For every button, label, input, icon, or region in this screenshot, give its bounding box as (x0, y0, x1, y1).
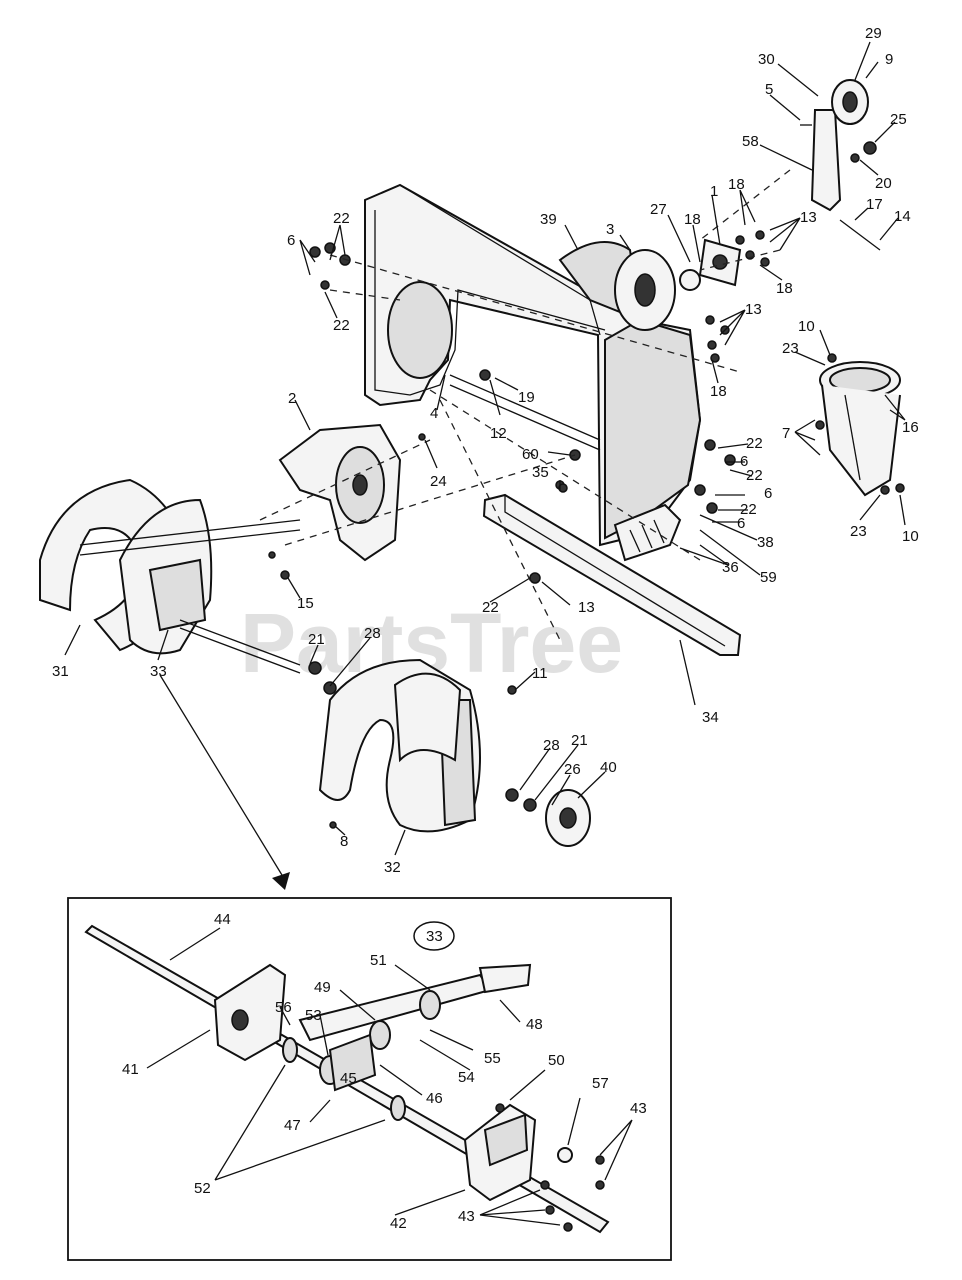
label-6b: 6 (740, 453, 748, 470)
label-54: 54 (458, 1069, 475, 1086)
label-27: 27 (650, 201, 667, 218)
label-23b: 23 (850, 523, 867, 540)
label-15: 15 (297, 595, 314, 612)
label-45: 45 (340, 1070, 357, 1087)
label-13c: 13 (578, 599, 595, 616)
label-21a: 21 (308, 631, 325, 648)
label-2: 2 (288, 390, 296, 407)
label-22c: 22 (746, 435, 763, 452)
svg-text:33: 33 (426, 928, 443, 945)
discharge-chute[interactable] (819, 361, 901, 497)
label-7: 7 (782, 425, 790, 442)
label-24: 24 (430, 473, 447, 490)
auger-housing[interactable] (364, 183, 702, 547)
label-42: 42 (390, 1215, 407, 1232)
label-28b: 28 (543, 737, 560, 754)
label-6a: 6 (287, 232, 295, 249)
label-16: 16 (902, 419, 919, 436)
inset-callout-33: 33 (413, 921, 455, 951)
label-56: 56 (275, 999, 292, 1016)
label-29: 29 (865, 25, 882, 42)
label-59: 59 (760, 569, 777, 586)
label-13a: 13 (800, 209, 817, 226)
label-38: 38 (757, 534, 774, 551)
label-43b: 43 (458, 1208, 475, 1225)
inset-shaft-assembly[interactable] (84, 924, 610, 1234)
label-32: 32 (384, 859, 401, 876)
label-26: 26 (564, 761, 581, 778)
label-12: 12 (490, 425, 507, 442)
label-35: 35 (532, 464, 549, 481)
label-3: 3 (606, 221, 614, 238)
inset-detail-box (67, 897, 672, 1261)
label-8: 8 (340, 833, 348, 850)
label-22f: 22 (482, 599, 499, 616)
inset-leader-lines (146, 927, 633, 1226)
label-22b: 22 (333, 317, 350, 334)
label-10a: 10 (798, 318, 815, 335)
label-6c: 6 (764, 485, 772, 502)
label-52: 52 (194, 1180, 211, 1197)
skid-shoe[interactable] (613, 503, 682, 562)
label-18c: 18 (776, 280, 793, 297)
label-28a: 28 (364, 625, 381, 642)
label-58: 58 (742, 133, 759, 150)
label-1: 1 (710, 183, 718, 200)
label-18b: 18 (684, 211, 701, 228)
label-33: 33 (150, 663, 167, 680)
label-25: 25 (890, 111, 907, 128)
label-36: 36 (722, 559, 739, 576)
label-57: 57 (592, 1075, 609, 1092)
label-6d: 6 (737, 515, 745, 532)
label-9: 9 (885, 51, 893, 68)
label-47: 47 (284, 1117, 301, 1134)
bearing-40[interactable] (545, 789, 591, 847)
label-46: 46 (426, 1090, 443, 1107)
bearing-housing[interactable] (278, 423, 402, 562)
label-44: 44 (214, 911, 231, 928)
label-34: 34 (702, 709, 719, 726)
pulley-bracket[interactable] (800, 79, 881, 251)
label-60: 60 (522, 446, 539, 463)
label-17: 17 (866, 196, 883, 213)
label-39: 39 (540, 211, 557, 228)
label-31: 31 (52, 663, 69, 680)
impeller-housing[interactable] (558, 238, 742, 331)
label-11: 11 (532, 665, 548, 682)
scraper-bar[interactable] (482, 493, 742, 656)
label-22a: 22 (333, 210, 350, 227)
label-48: 48 (526, 1016, 543, 1033)
hardware-fasteners (268, 230, 905, 829)
label-13b: 13 (745, 301, 762, 318)
label-55: 55 (484, 1050, 501, 1067)
part-labels: 29 30 9 5 25 58 20 1 18 17 14 39 3 27 18… (52, 25, 919, 1232)
label-5: 5 (765, 81, 773, 98)
label-18d: 18 (710, 383, 727, 400)
label-41: 41 (122, 1061, 139, 1078)
label-19: 19 (518, 389, 535, 406)
label-22e: 22 (740, 501, 757, 518)
auger-assembly[interactable] (39, 478, 481, 833)
label-30: 30 (758, 51, 775, 68)
label-18a: 18 (728, 176, 745, 193)
label-49: 49 (314, 979, 331, 996)
label-50: 50 (548, 1052, 565, 1069)
label-22d: 22 (746, 467, 763, 484)
label-4: 4 (430, 405, 438, 422)
label-14: 14 (894, 208, 911, 225)
label-53: 53 (305, 1007, 322, 1024)
label-51: 51 (370, 952, 387, 969)
label-43a: 43 (630, 1100, 647, 1117)
label-10b: 10 (902, 528, 919, 545)
label-21b: 21 (571, 732, 588, 749)
label-20: 20 (875, 175, 892, 192)
leader-lines (64, 41, 906, 890)
label-40: 40 (600, 759, 617, 776)
assembly-guide-lines (259, 169, 791, 641)
label-23a: 23 (782, 340, 799, 357)
